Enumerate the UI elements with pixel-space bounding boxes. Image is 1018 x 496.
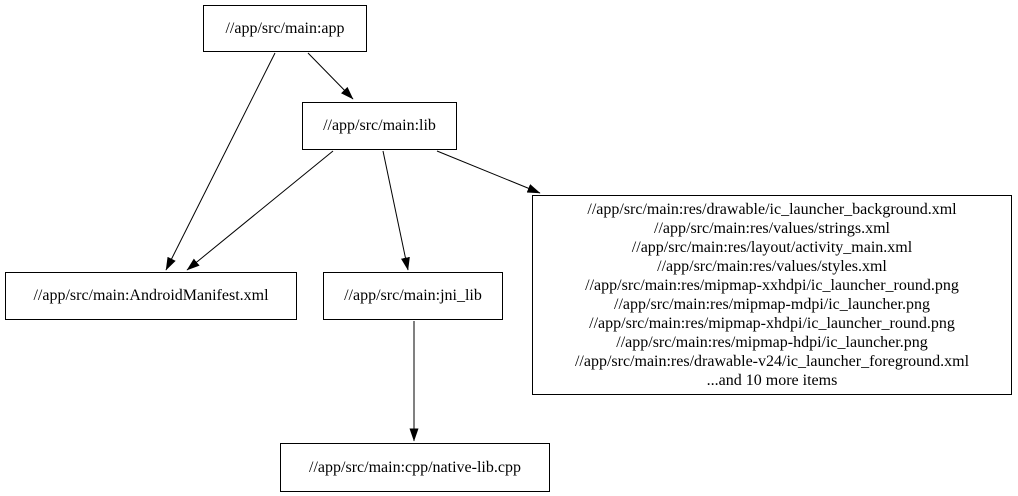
node-native-lib-cpp-label: //app/src/main:cpp/native-lib.cpp [309, 458, 521, 476]
node-resources-group: //app/src/main:res/drawable/ic_launcher_… [532, 195, 1012, 395]
resource-item: //app/src/main:res/mipmap-xxhdpi/ic_laun… [585, 277, 959, 294]
node-android-manifest-label: //app/src/main:AndroidManifest.xml [33, 287, 269, 304]
resource-item-more: ...and 10 more items [706, 372, 838, 389]
node-app: //app/src/main:app [203, 5, 367, 52]
node-jni-lib-label: //app/src/main:jni_lib [344, 287, 482, 304]
edge-app-to-android-manifest [165, 52, 276, 271]
node-jni-lib: //app/src/main:jni_lib [323, 272, 503, 320]
resource-item: //app/src/main:res/values/styles.xml [657, 258, 887, 275]
resource-item: //app/src/main:res/mipmap-mdpi/ic_launch… [614, 296, 930, 313]
node-app-label: //app/src/main:app [225, 19, 345, 37]
node-lib: //app/src/main:lib [302, 102, 457, 150]
resource-item: //app/src/main:res/values/strings.xml [654, 220, 890, 237]
resource-item: //app/src/main:res/drawable-v24/ic_launc… [574, 353, 970, 370]
resource-item: //app/src/main:res/drawable/ic_launcher_… [587, 201, 957, 218]
edge-app-to-lib [307, 52, 354, 100]
resource-item: //app/src/main:res/layout/activity_main.… [631, 239, 913, 256]
edge-lib-to-jni-lib [382, 150, 410, 271]
resource-item: //app/src/main:res/mipmap-xhdpi/ic_launc… [589, 315, 955, 332]
edge-lib-to-resources [436, 150, 541, 194]
resource-item: //app/src/main:res/mipmap-hdpi/ic_launch… [616, 334, 928, 351]
node-lib-label: //app/src/main:lib [323, 117, 436, 134]
node-native-lib-cpp: //app/src/main:cpp/native-lib.cpp [280, 443, 550, 492]
node-android-manifest: //app/src/main:AndroidManifest.xml [5, 272, 297, 320]
edge-lib-to-android-manifest [186, 150, 334, 271]
